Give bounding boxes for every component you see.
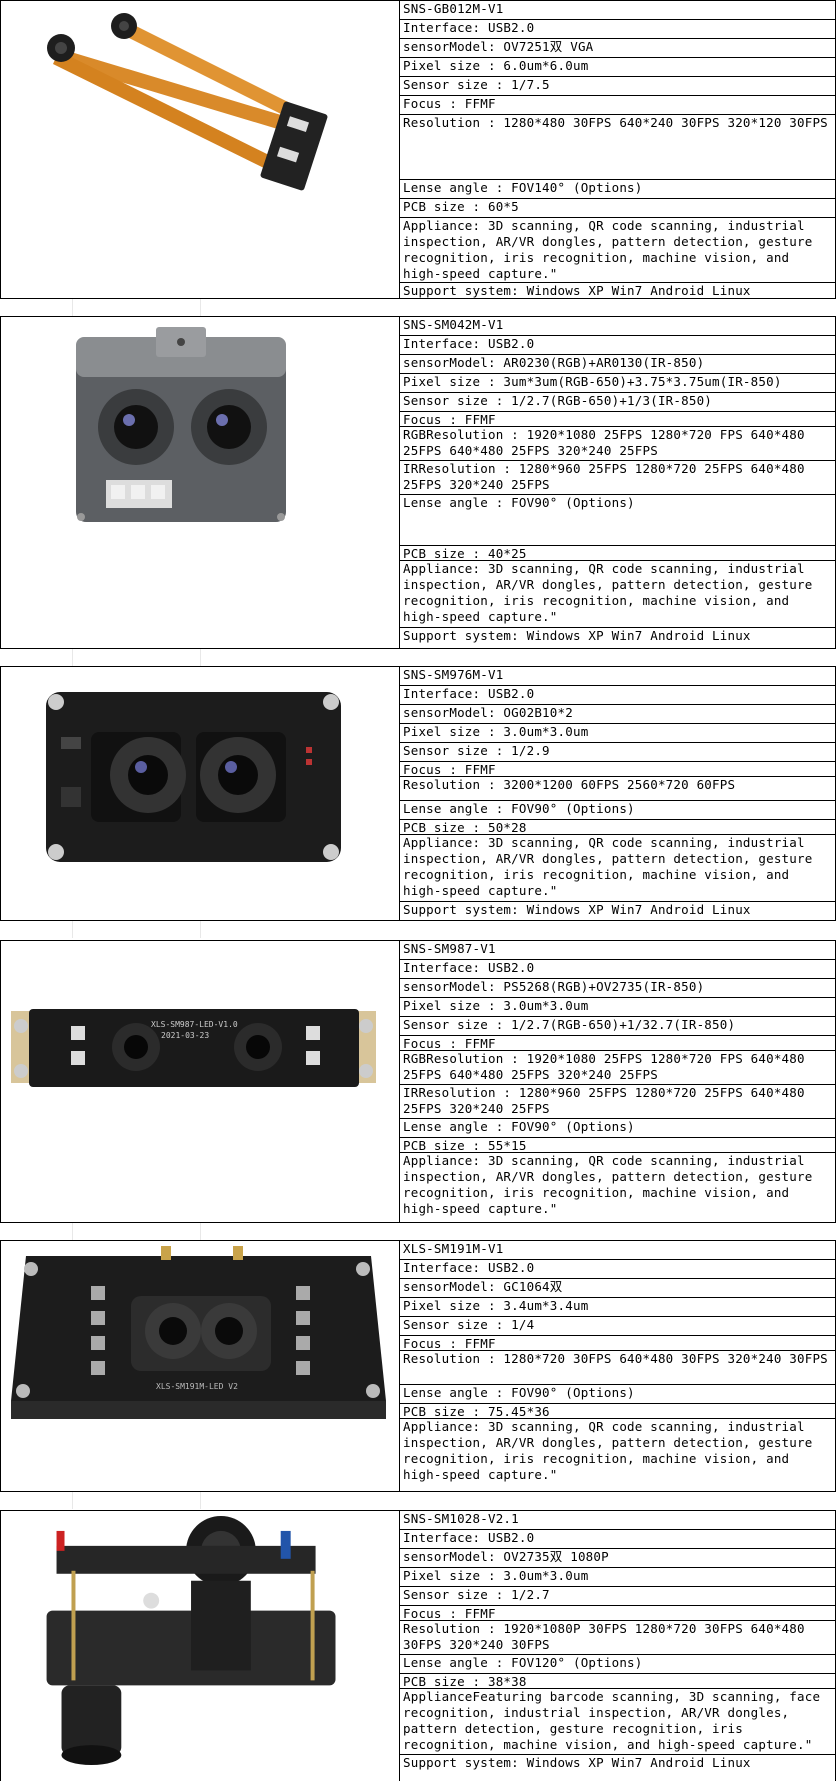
dual-lens-board-icon [46, 692, 341, 862]
block-separator [0, 649, 836, 666]
spec-interface: Interface: USB2.0 [400, 20, 835, 39]
spec-sensor: sensorModel: OV7251双 VGA [400, 39, 835, 58]
spec-resolution: Resolution : 1280*720 30FPS 640*480 30FP… [400, 1351, 835, 1385]
spec-pixel-size: Pixel size : 3um*3um(RGB-650)+3.75*3.75u… [400, 374, 835, 393]
product-block: SNS-SM1028-V2.1 Interface: USB2.0 sensor… [0, 1510, 836, 1781]
block-separator [0, 1492, 836, 1509]
spec-pcb-size: PCB size : 50*28 [400, 820, 835, 835]
spec-support-system: Support system: Windows XP Win7 Android … [403, 283, 751, 298]
spec-rgb-resolution: RGBResolution : 1920*1080 25FPS 1280*720… [400, 1051, 835, 1085]
spec-pcb-size: PCB size : 60*5 [400, 199, 835, 218]
spec-lens-angle: Lense angle : FOV120° (Options) [400, 1655, 835, 1674]
product-block: SNS-GB012M-V1 Interface: USB2.0 sensorMo… [0, 0, 836, 299]
spec-focus: Focus : FFMF [400, 412, 835, 427]
spec-sensor-size: Sensor size : 1/7.5 [400, 77, 835, 96]
spec-appliance: Appliance: 3D scanning, QR code scanning… [400, 218, 835, 283]
product-image-cell [0, 667, 400, 920]
spec-pcb-size: PCB size : 55*15 [400, 1138, 835, 1153]
spec-model: SNS-SM042M-V1 [400, 317, 835, 336]
spec-interface: Interface: USB2.0 [400, 960, 835, 979]
block-separator [0, 921, 836, 938]
spec-appliance: Appliance: 3D scanning, QR code scanning… [400, 561, 835, 628]
spec-sensor-size: Sensor size : 1/2.7(RGB-650)+1/3(IR-850) [400, 393, 835, 412]
spec-model: SNS-SM1028-V2.1 [400, 1511, 835, 1530]
product-image-cell [0, 1511, 400, 1781]
product-block: SNS-SM042M-V1 Interface: USB2.0 sensorMo… [0, 316, 836, 649]
spec-sensor: sensorModel: PS5268(RGB)+OV2735(IR-850) [400, 979, 835, 998]
spec-appliance: Appliance: 3D scanning, QR code scanning… [403, 1153, 813, 1216]
board-date: 2021-03-23 [161, 1031, 209, 1040]
product-image-cell [0, 317, 400, 648]
product-block: SNS-SM976M-V1 Interface: USB2.0 sensorMo… [0, 666, 836, 921]
spec-appliance: Appliance: 3D scanning, QR code scanning… [400, 835, 835, 902]
spec-lens-angle: Lense angle : FOV90° (Options) [400, 1119, 835, 1138]
board-label: XLS-SM987-LED-V1.0 [151, 1020, 238, 1029]
spec-model: SNS-SM987-V1 [400, 941, 835, 960]
spec-pcb-size: PCB size : 38*38 [400, 1674, 835, 1689]
spec-appliance: Appliance: 3D scanning, QR code scanning… [403, 1419, 813, 1482]
spec-interface: Interface: USB2.0 [400, 1260, 835, 1279]
spec-model: SNS-GB012M-V1 [400, 1, 835, 20]
spec-table: SNS-SM042M-V1 Interface: USB2.0 sensorMo… [400, 317, 836, 648]
spec-rgb-resolution: RGBResolution : 1920*1080 25FPS 1280*720… [400, 427, 835, 461]
spec-interface: Interface: USB2.0 [400, 686, 835, 705]
spec-interface: Interface: USB2.0 [400, 1530, 835, 1549]
spec-focus: Focus : FFMF [400, 1336, 835, 1351]
spec-sensor-size: Sensor size : 1/2.9 [400, 743, 835, 762]
spec-sensor-size: Sensor size : 1/4 [400, 1317, 835, 1336]
spec-table: SNS-GB012M-V1 Interface: USB2.0 sensorMo… [400, 1, 836, 298]
spec-ir-resolution: IRResolution : 1280*960 25FPS 1280*720 2… [400, 461, 835, 495]
spec-model: SNS-SM976M-V1 [400, 667, 835, 686]
board-label: XLS-SM191M-LED V2 [156, 1382, 238, 1391]
spec-focus: Focus : FFMF [400, 762, 835, 777]
spec-pcb-size: PCB size : 40*25 [400, 546, 835, 561]
spec-resolution: Resolution : 1920*1080P 30FPS 1280*720 3… [400, 1621, 835, 1655]
product-block: XLS-SM191M-LED V2 XLS-SM191M-V1 Interfac… [0, 1240, 836, 1492]
spec-support-system: Support system: Windows XP Win7 Android … [403, 1755, 751, 1770]
spec-resolution: Resolution : 3200*1200 60FPS 2560*720 60… [400, 777, 835, 801]
spec-table: SNS-SM987-V1 Interface: USB2.0 sensorMod… [400, 941, 836, 1222]
spec-model: XLS-SM191M-V1 [400, 1241, 835, 1260]
spec-interface: Interface: USB2.0 [400, 336, 835, 355]
spec-pcb-size: PCB size : 75.45*36 [400, 1404, 835, 1419]
dual-cable-camera-icon [47, 13, 328, 191]
spec-pixel-size: Pixel size : 3.0um*3.0um [400, 1568, 835, 1587]
block-separator [0, 299, 836, 316]
spec-lens-angle: Lense angle : FOV90° (Options) [400, 495, 835, 546]
product-image-cell: XLS-SM987-LED-V1.0 2021-03-23 [0, 941, 400, 1222]
block-separator [0, 1223, 836, 1240]
spec-support-system: Support system: Windows XP Win7 Android … [403, 902, 751, 917]
spec-focus: Focus : FFMF [400, 1606, 835, 1621]
spec-table: XLS-SM191M-V1 Interface: USB2.0 sensorMo… [400, 1241, 836, 1491]
boxed-dual-camera-icon [76, 327, 286, 522]
spec-lens-angle: Lense angle : FOV90° (Options) [400, 1385, 835, 1404]
spec-resolution: Resolution : 1280*480 30FPS 640*240 30FP… [400, 115, 835, 180]
spec-sensor-size: Sensor size : 1/2.7 [400, 1587, 835, 1606]
spec-ir-resolution: IRResolution : 1280*960 25FPS 1280*720 2… [400, 1085, 835, 1119]
spec-lens-angle: Lense angle : FOV140° (Options) [400, 180, 835, 199]
spec-pixel-size: Pixel size : 6.0um*6.0um [400, 58, 835, 77]
stacked-pcb-camera-icon [46, 1515, 336, 1766]
spec-sensor: sensorModel: AR0230(RGB)+AR0130(IR-850) [400, 355, 835, 374]
spec-sensor: sensorModel: OG02B10*2 [400, 705, 835, 724]
spec-pixel-size: Pixel size : 3.0um*3.0um [400, 998, 835, 1017]
spec-sensor-size: Sensor size : 1/2.7(RGB-650)+1/32.7(IR-8… [400, 1017, 835, 1036]
spec-lens-angle: Lense angle : FOV90° (Options) [400, 801, 835, 820]
spec-pixel-size: Pixel size : 3.4um*3.4um [400, 1298, 835, 1317]
spec-sensor: sensorModel: OV2735双 1080P [400, 1549, 835, 1568]
spec-sensor: sensorModel: GC1064双 [400, 1279, 835, 1298]
spec-appliance: ApplianceFeaturing barcode scanning, 3D … [400, 1689, 835, 1755]
wide-led-board-icon: XLS-SM987-LED-V1.0 2021-03-23 [11, 1009, 376, 1087]
product-image-cell [0, 1, 400, 298]
product-block: XLS-SM987-LED-V1.0 2021-03-23 SNS-SM987-… [0, 940, 836, 1223]
spec-table: SNS-SM1028-V2.1 Interface: USB2.0 sensor… [400, 1511, 836, 1781]
spec-support-system: Support system: Windows XP Win7 Android … [403, 628, 751, 643]
spec-pixel-size: Pixel size : 3.0um*3.0um [400, 724, 835, 743]
product-image-cell: XLS-SM191M-LED V2 [0, 1241, 400, 1491]
spec-focus: Focus : FFMF [400, 1036, 835, 1051]
spec-table: SNS-SM976M-V1 Interface: USB2.0 sensorMo… [400, 667, 836, 920]
led-camera-board-icon: XLS-SM191M-LED V2 [11, 1246, 386, 1419]
spec-focus: Focus : FFMF [400, 96, 835, 115]
